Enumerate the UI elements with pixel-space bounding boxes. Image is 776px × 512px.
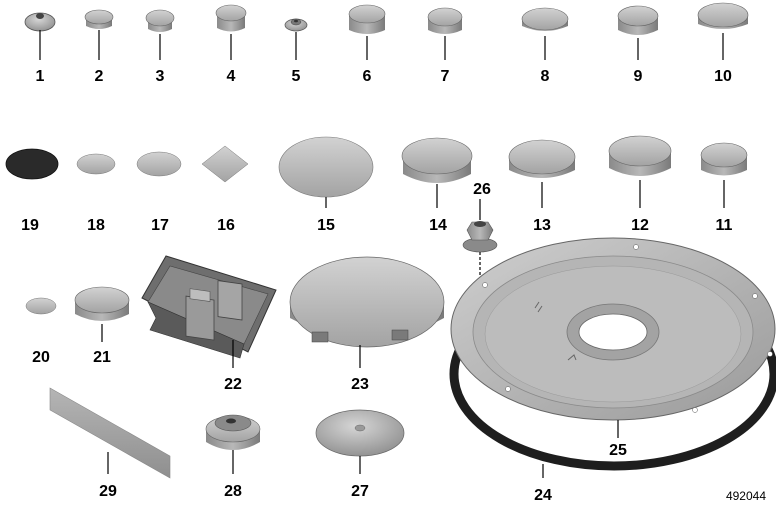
callout-18: 18 — [87, 217, 105, 234]
callout-15: 15 — [317, 217, 335, 234]
document-number: 492044 — [726, 489, 766, 503]
part-16-square-pad — [201, 145, 249, 183]
callout-14: 14 — [429, 217, 447, 234]
callout-19: 19 — [21, 217, 39, 234]
callout-9: 9 — [634, 68, 643, 85]
part-14-plug — [401, 137, 473, 208]
part-4-plug — [215, 4, 247, 60]
callout-17: 17 — [151, 217, 169, 234]
part-3-plug — [145, 9, 175, 60]
part-20-disc — [25, 297, 57, 315]
callout-8: 8 — [541, 68, 550, 85]
part-18-disc — [76, 153, 116, 175]
callout-2: 2 — [95, 68, 104, 85]
callout-3: 3 — [156, 68, 165, 85]
callout-23: 23 — [351, 376, 369, 393]
part-9-plug — [617, 5, 659, 60]
callout-11: 11 — [716, 217, 733, 234]
part-2-plug — [84, 9, 114, 60]
part-21-plug — [74, 286, 130, 342]
part-19-dark-disc — [5, 148, 59, 180]
callout-27: 27 — [351, 483, 369, 500]
part-12-plug — [608, 135, 672, 208]
part-10-plug — [697, 2, 749, 60]
part-23-large-cap — [289, 256, 445, 368]
callout-6: 6 — [363, 68, 372, 85]
callout-1: 1 — [36, 68, 45, 85]
callout-24: 24 — [534, 487, 552, 504]
callout-22: 22 — [224, 376, 242, 393]
part-29-foam-strip — [49, 387, 171, 479]
callout-29: 29 — [99, 483, 117, 500]
part-6-plug — [348, 4, 386, 60]
part-8-plug — [521, 7, 569, 60]
part-15-large-disc — [278, 136, 374, 208]
part-13-plug — [508, 139, 576, 208]
part-17-disc — [136, 151, 182, 177]
callout-7: 7 — [441, 68, 450, 85]
callout-26: 26 — [473, 181, 491, 198]
callout-20: 20 — [32, 349, 50, 366]
callout-25: 25 — [609, 442, 627, 459]
callout-10: 10 — [714, 68, 732, 85]
part-22-jack-pad — [141, 255, 277, 368]
callout-13: 13 — [533, 217, 551, 234]
part-1-grommet — [24, 12, 56, 60]
part-27-dome-cap — [315, 409, 405, 474]
callout-5: 5 — [292, 68, 301, 85]
part-25-cover-plate — [450, 237, 776, 438]
callout-21: 21 — [93, 349, 111, 366]
part-11-plug — [700, 142, 748, 208]
part-5-grommet — [284, 18, 308, 60]
part-7-plug — [427, 7, 463, 60]
callout-16: 16 — [217, 217, 235, 234]
part-28-grommet — [205, 414, 261, 474]
callout-4: 4 — [227, 68, 236, 85]
callout-28: 28 — [224, 483, 242, 500]
callout-12: 12 — [631, 217, 649, 234]
